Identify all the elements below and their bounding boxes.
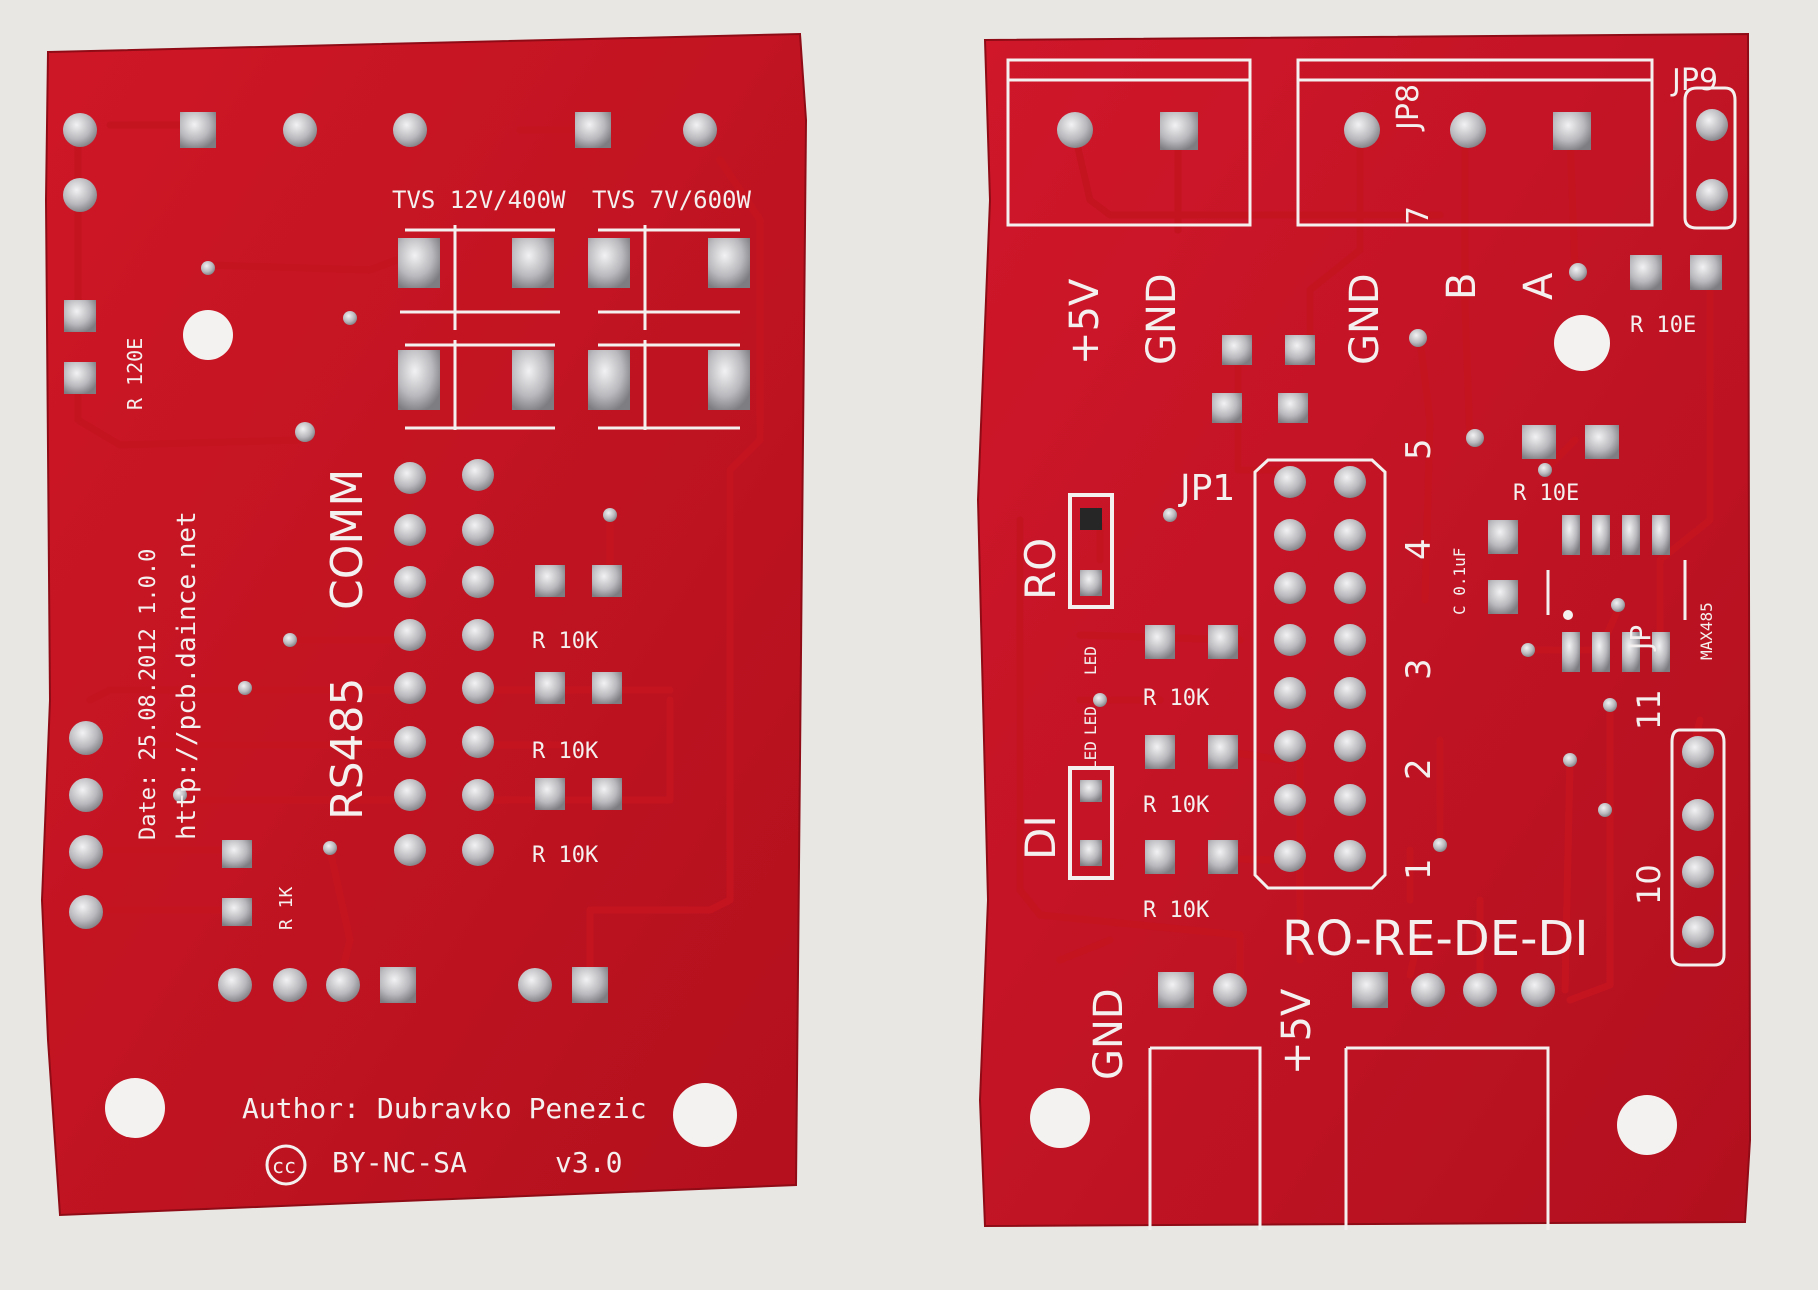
resistor-pads-right [1145, 625, 1238, 874]
led-label-2: LED [1081, 706, 1100, 735]
smd-pads-right [1212, 329, 1619, 459]
comm-label: COMM [322, 469, 373, 610]
ro-re-de-di-label: RO-RE-DE-DI [1282, 911, 1589, 967]
side-pads-left [69, 721, 103, 929]
vias-left [173, 261, 617, 855]
a-label: A [1516, 272, 1562, 300]
ro-label: RO [1016, 538, 1065, 600]
cap-label: C 0.1uF [1450, 548, 1469, 615]
vias-right [1093, 463, 1625, 852]
jp8-label: JP8 [1391, 84, 1426, 132]
pin-11-label: 11 [1630, 689, 1668, 730]
resistor-pads-left [222, 565, 622, 926]
r-10k-label-1: R 10K [532, 629, 599, 654]
author-label: Author: Dubravko Penezic [242, 1092, 647, 1125]
pin-1-label: 1 [1399, 858, 1439, 880]
mounting-hole-bottom-right-right-board [1617, 1095, 1677, 1155]
pin-5-label: 5 [1399, 438, 1439, 460]
led-footprints [1068, 493, 1114, 880]
header-jp1-right [1253, 458, 1387, 890]
gnd-top-label: GND [1139, 273, 1185, 365]
rs485-label: RS485 [322, 678, 373, 820]
header-2x8-left [394, 459, 494, 866]
r-120e-label: R 120E [123, 338, 147, 410]
pin-10-label: 10 [1630, 864, 1668, 905]
tvs-footprints [398, 225, 750, 430]
plus5v-top-label: +5V [1062, 278, 1108, 365]
bottom-pads-left [218, 967, 608, 1003]
mounting-hole-bottom-left-right-board [1030, 1088, 1090, 1148]
di-label: DI [1016, 815, 1065, 860]
jp-label: JP [1624, 625, 1657, 652]
mounting-hole-bottom-left [105, 1078, 165, 1138]
header-pads-top-left [63, 112, 717, 212]
terminal-pads-top-right [1057, 109, 1728, 211]
pin-2-label: 2 [1399, 758, 1439, 780]
plus5v-bottom-label: +5V [1274, 988, 1320, 1075]
date-label: Date: 25.08.2012 1.0.0 [136, 549, 161, 840]
pin-4-label: 4 [1399, 538, 1439, 560]
url-label: http://pcb.daince.net [172, 511, 202, 840]
svg-text:cc: cc [272, 1154, 296, 1178]
r-10k-right-label-2: R 10K [1143, 793, 1210, 818]
pcb-board-back-side: TVS 12V/400W TVS 7V/600W R 120E [40, 32, 808, 1217]
tvs-12v-label: TVS 12V/400W [392, 186, 566, 214]
connector-outlines-right [1006, 58, 1737, 1230]
cc-license-icon: cc [265, 1144, 307, 1186]
led-label-1: LED [1081, 646, 1100, 675]
r-10e-mid-label: R 10E [1513, 481, 1579, 506]
led-label-3: LED [1081, 741, 1100, 770]
r-10k-right-label-3: R 10K [1143, 898, 1210, 923]
pcb-board-front-side: JP8 JP9 7 +5V GND GND B A R 10E R 10E 5 … [976, 32, 1752, 1230]
pin-7-label: 7 [1401, 206, 1436, 225]
max485-footprint [1546, 515, 1687, 672]
license-label: BY-NC-SA [332, 1146, 467, 1179]
connector-4pin-right [1670, 728, 1726, 967]
max485-label: MAX485 [1697, 602, 1716, 660]
jp9-label: JP9 [1670, 63, 1718, 98]
tvs-7v-label: TVS 7V/600W [592, 186, 751, 214]
r-1k-label: R 1K [276, 886, 297, 930]
mounting-hole-top-right [1554, 315, 1610, 371]
r-10e-top-label: R 10E [1630, 313, 1696, 338]
bottom-pads-right [1158, 972, 1555, 1008]
r-10k-label-3: R 10K [532, 843, 599, 868]
pin-3-label: 3 [1399, 658, 1439, 680]
version-label: v3.0 [555, 1146, 622, 1179]
jp1-label: JP1 [1178, 468, 1235, 509]
mounting-hole-top-left [183, 310, 233, 360]
gnd-bottom-label: GND [1086, 988, 1132, 1080]
r-10k-right-label-1: R 10K [1143, 686, 1210, 711]
gnd-mid-label: GND [1342, 273, 1388, 365]
mounting-hole-bottom-right [673, 1083, 737, 1147]
b-label: B [1439, 273, 1485, 300]
r-10k-label-2: R 10K [532, 739, 599, 764]
